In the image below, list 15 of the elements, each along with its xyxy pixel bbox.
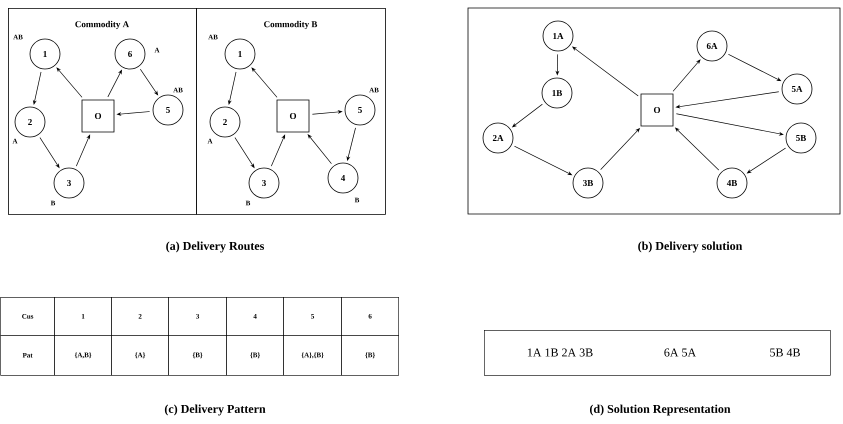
- subfigure-caption: (d) Solution Representation: [590, 404, 730, 416]
- panel-title: Commodity A: [75, 20, 130, 30]
- subfigure-caption: (a) Delivery Routes: [166, 242, 264, 252]
- panel-title: Commodity B: [264, 20, 318, 30]
- solution-text: 6A 5A: [664, 348, 696, 357]
- depot-square: O: [276, 100, 310, 132]
- subfigure-caption: (c) Delivery Pattern: [164, 404, 266, 416]
- panel-box: [196, 8, 386, 215]
- depot-square: O: [82, 100, 114, 132]
- subfigure-caption: (b) Delivery solution: [638, 242, 742, 252]
- solution-box: [484, 330, 831, 376]
- solution-text: 5B 4B: [770, 348, 800, 356]
- solution-text: 1A 1B 2A 3B: [528, 348, 593, 357]
- panel-box: [8, 8, 197, 215]
- depot-square: O: [640, 94, 674, 126]
